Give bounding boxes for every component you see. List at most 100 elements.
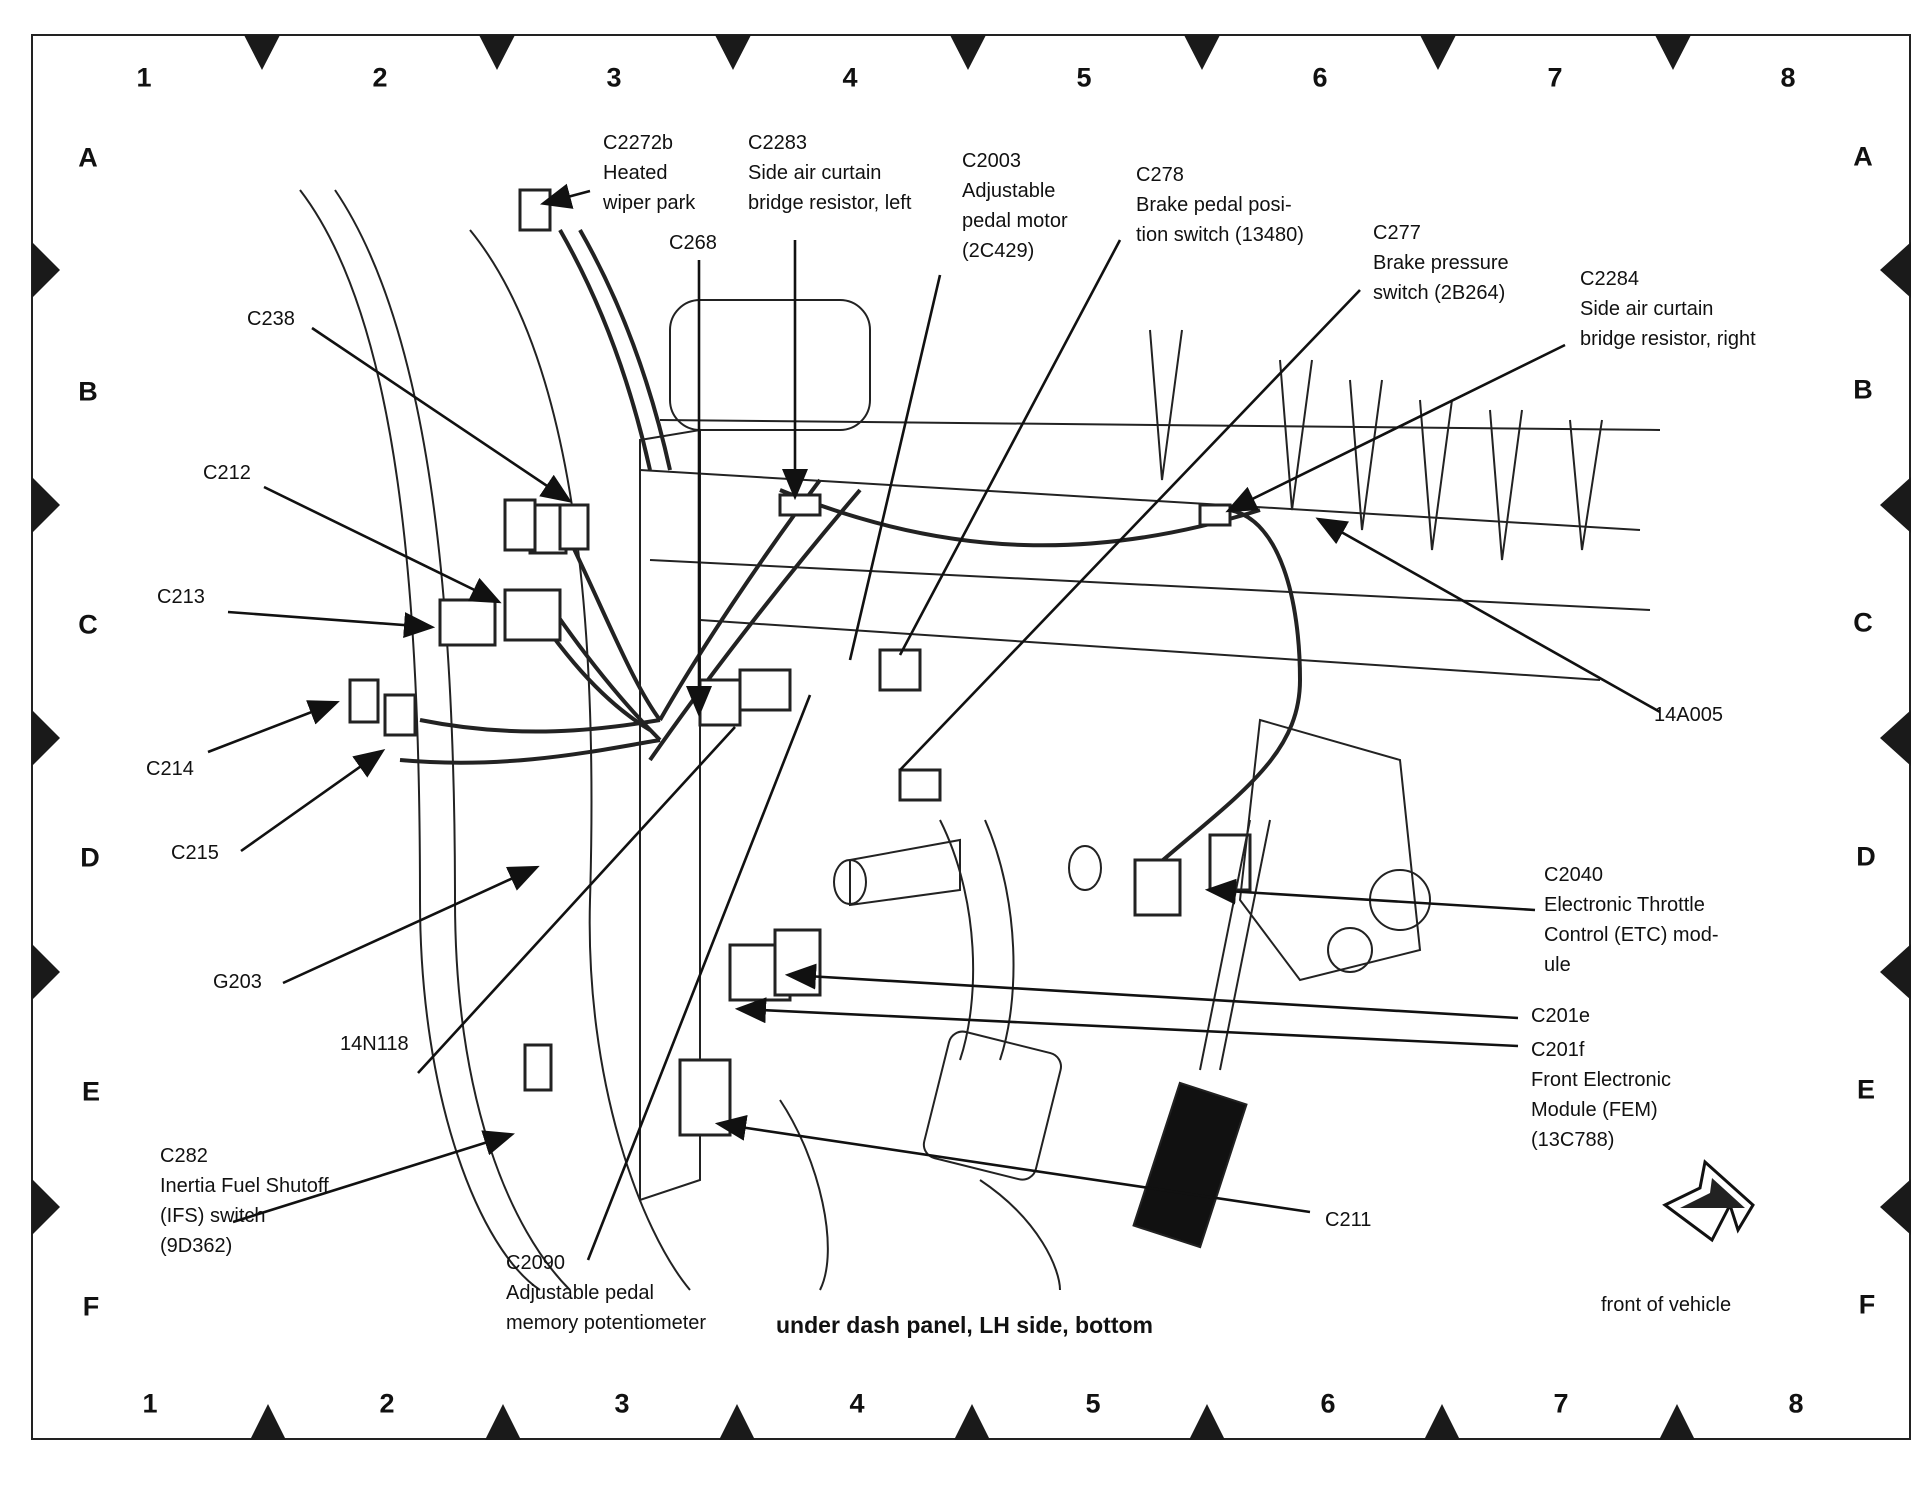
callout-c268: C268	[669, 228, 717, 258]
dash-beam-lower	[699, 619, 1601, 681]
callout-c2090: C2090 Adjustable pedal memory potentiome…	[506, 1248, 706, 1338]
rib	[1419, 399, 1453, 551]
leader-c278	[898, 239, 1122, 656]
leader-c2272b	[539, 183, 591, 209]
connector-desc: Control (ETC) mod-	[1544, 924, 1719, 946]
callout-14n118: 14N118	[340, 1029, 409, 1059]
connector-id: C2040	[1544, 864, 1603, 886]
kick-panel-outline	[469, 229, 691, 1291]
grid-row-right-a: A	[1853, 141, 1873, 172]
connector-shape	[1198, 503, 1232, 527]
callout-c2284: C2284 Side air curtain bridge resistor, …	[1580, 264, 1756, 354]
connector-shape	[878, 648, 922, 692]
grid-row-right-b: B	[1853, 374, 1873, 405]
grid-marker-top	[1184, 35, 1220, 70]
grid-marker-bottom	[954, 1404, 990, 1440]
rib	[1149, 329, 1183, 481]
leader-c215	[240, 748, 386, 853]
callout-c238: C238	[247, 304, 295, 334]
connector-shape	[773, 928, 822, 997]
connector-id: C201e	[1531, 1005, 1590, 1027]
grid-marker-bottom	[250, 1404, 286, 1440]
callout-c215: C215	[171, 838, 219, 868]
dash-beam-bottom	[649, 559, 1651, 611]
grid-marker-right	[1880, 1179, 1911, 1235]
connector-id: C212	[203, 462, 251, 484]
grid-marker-right	[1880, 710, 1911, 766]
component-desc: Front Electronic	[1531, 1069, 1672, 1091]
connector-shape	[778, 493, 822, 517]
brake-pedal-arm	[984, 819, 1015, 1061]
grid-marker-bottom	[719, 1404, 755, 1440]
rib	[1569, 419, 1603, 551]
leader-c214	[207, 700, 340, 754]
grid-col-top-1: 1	[136, 62, 152, 93]
grid-col-bottom-1: 1	[142, 1388, 158, 1419]
diagram-caption: under dash panel, LH side, bottom	[776, 1312, 1153, 1338]
grid-col-bottom-5: 5	[1085, 1388, 1101, 1419]
component-id: 14N118	[340, 1033, 409, 1055]
connector-desc: Inertia Fuel Shutoff	[160, 1175, 329, 1197]
connector-desc: bridge resistor, right	[1580, 328, 1756, 350]
front-of-vehicle-label: front of vehicle	[1601, 1294, 1732, 1316]
dash-cutout	[669, 299, 871, 431]
pedal-pivot-rod	[849, 838, 961, 907]
callout-c201e: C201e	[1531, 1001, 1590, 1031]
callout-c277: C277 Brake pressure switch (2B264)	[1373, 218, 1509, 308]
connector-desc: Electronic Throttle	[1544, 894, 1705, 916]
grid-edge-markers	[32, 35, 1911, 1440]
connector-id: C282	[160, 1145, 208, 1167]
component-desc: Module (FEM)	[1531, 1099, 1658, 1121]
connector-id: C2090	[506, 1252, 565, 1274]
callout-c212: C212	[203, 458, 251, 488]
grid-marker-bottom	[1424, 1404, 1460, 1440]
callout-c213: C213	[157, 582, 205, 612]
component-id: 14A005	[1654, 704, 1723, 726]
grid-col-bottom-8: 8	[1788, 1388, 1804, 1419]
callout-c282: C282 Inertia Fuel Shutoff (IFS) switch (…	[160, 1141, 329, 1261]
grid-marker-top	[950, 35, 986, 70]
grid-row-left-b: B	[78, 376, 98, 407]
grid-marker-top	[715, 35, 751, 70]
grid-row-left-f: F	[82, 1291, 100, 1322]
accelerator-arm	[1219, 819, 1271, 1071]
grid-col-bottom-2: 2	[379, 1388, 395, 1419]
rib	[1489, 409, 1523, 561]
grid-col-top-3: 3	[606, 62, 622, 93]
fem-bracket	[639, 428, 701, 1202]
connector-id: C201f	[1531, 1039, 1585, 1061]
leader-c282	[232, 1130, 515, 1224]
connector-desc: Heated	[603, 162, 668, 184]
grid-row-left-a: A	[78, 142, 98, 173]
connector-id: C238	[247, 308, 295, 330]
connector-desc: tion switch (13480)	[1136, 224, 1304, 246]
grid-row-right-e: E	[1856, 1074, 1876, 1105]
grid-row-right-f: F	[1858, 1289, 1876, 1320]
callout-c2283: C2283 Side air curtain bridge resistor, …	[748, 128, 911, 218]
connector-desc: Side air curtain	[1580, 298, 1714, 320]
grid-row-left-d: D	[80, 842, 100, 873]
connector-desc: pedal motor	[962, 210, 1068, 232]
grid-col-top-7: 7	[1547, 62, 1563, 93]
a-pillar-inner	[334, 189, 571, 1291]
callout-g203: G203	[213, 967, 262, 997]
leader-c2284	[1225, 343, 1566, 513]
leader-c201f	[734, 997, 1519, 1048]
vehicle-dash-line-art	[299, 188, 1661, 1291]
connector-desc: Brake pedal posi-	[1136, 194, 1292, 216]
callout-c2272b: C2272b Heated wiper park	[603, 128, 695, 218]
pivot-end	[833, 859, 867, 905]
leader-c201e	[784, 963, 1519, 1020]
connector-desc: Brake pressure	[1373, 252, 1509, 274]
connector-desc: Adjustable pedal	[506, 1282, 654, 1304]
connector-desc: (IFS) switch	[160, 1205, 266, 1227]
connector-desc: (9D362)	[160, 1235, 233, 1257]
grid-marker-bottom	[1659, 1404, 1695, 1440]
connector-desc: wiper park	[603, 192, 696, 214]
connector-id: C214	[146, 758, 194, 780]
grid-col-bottom-4: 4	[849, 1388, 865, 1419]
leader-c2040	[1204, 878, 1536, 912]
leader-14a005	[1315, 517, 1661, 714]
callout-c211: C211	[1325, 1205, 1371, 1235]
callout-c2003: C2003 Adjustable pedal motor (2C429)	[962, 146, 1068, 266]
